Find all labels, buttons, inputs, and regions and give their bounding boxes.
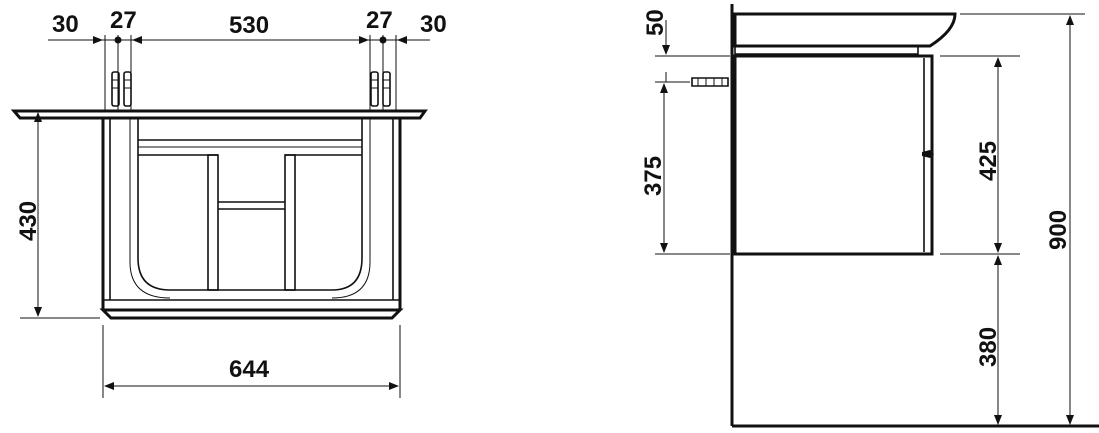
top-offset-dimension-lines [655,20,730,82]
side-cabinet [733,54,934,256]
basin-base [734,45,919,55]
dim-width: 644 [229,356,270,383]
dim-margin-right: 30 [420,11,447,38]
basin [733,12,957,48]
wall-bolt-right-icon [370,71,391,107]
countertop [10,109,428,120]
drawer-interior [129,118,371,299]
dim-height: 430 [15,201,42,241]
bracket-height-dimension-lines [655,81,730,255]
dim-pin-left: 27 [110,7,137,34]
wall-bracket-icon [691,77,729,87]
cabinet-height-dimension-lines [940,55,1020,255]
dim-pin-right: 27 [366,7,393,34]
wall-bolt-left-icon [111,71,132,107]
dim-cabinet-height: 425 [975,141,1002,181]
width-dimension-lines [102,325,401,398]
dim-margin-left: 30 [52,11,79,38]
height-dimension-lines [20,110,100,319]
dim-bracket-height: 375 [640,156,667,196]
cabinet-body [99,118,404,320]
dim-floor-clearance: 380 [975,327,1002,367]
total-height-dimension-lines [960,13,1085,425]
front-view: 30 27 530 27 30 [10,7,447,398]
dim-total-height: 900 [1045,210,1072,250]
side-view: 50 375 425 380 [640,4,1099,428]
dim-bracket-span: 530 [229,12,269,39]
dim-top-offset: 50 [642,9,669,36]
wall-and-floor [730,4,1099,428]
